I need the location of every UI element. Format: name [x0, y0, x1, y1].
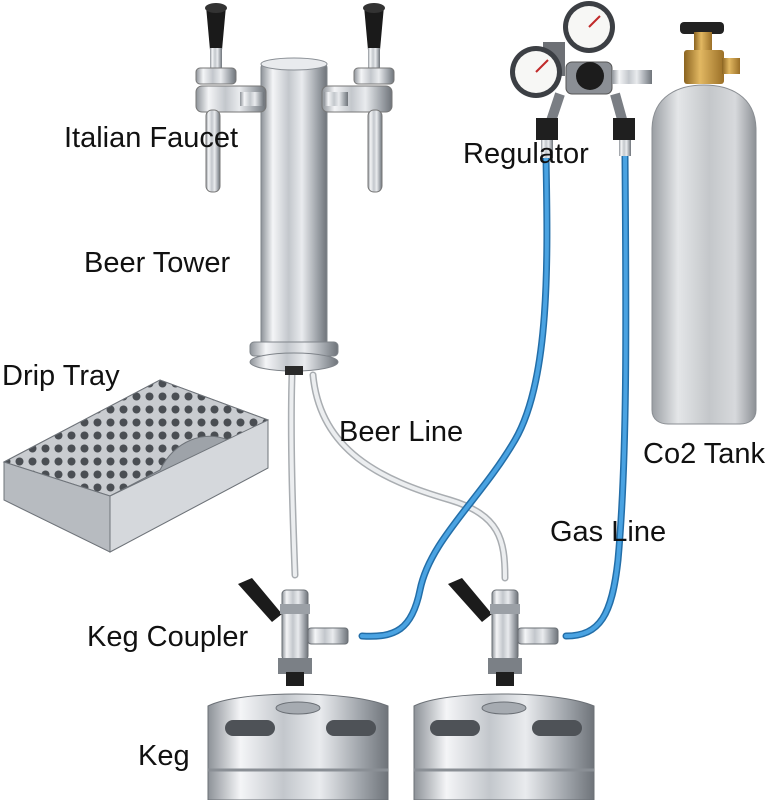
drip-tray — [2, 379, 270, 553]
co2-tank — [651, 22, 757, 425]
italian-faucet-right — [321, 3, 395, 193]
label-italian-faucet: Italian Faucet — [64, 122, 239, 154]
label-gas-line: Gas Line — [550, 516, 667, 548]
beer-tower — [249, 57, 339, 375]
label-drip-tray: Drip Tray — [2, 360, 120, 392]
beer-line — [287, 371, 509, 582]
label-beer-tower: Beer Tower — [84, 247, 231, 279]
keg-coupler-right — [448, 578, 559, 686]
italian-faucet-left — [195, 3, 267, 193]
label-keg-coupler: Keg Coupler — [87, 621, 249, 653]
regulator — [510, 1, 652, 158]
label-regulator: Regulator — [463, 138, 589, 170]
keg-left — [207, 693, 389, 801]
gas-line — [358, 151, 630, 640]
keg-right — [413, 693, 595, 801]
label-keg: Keg — [138, 740, 190, 772]
label-co2-tank: Co2 Tank — [643, 438, 765, 470]
label-beer-line: Beer Line — [339, 416, 464, 448]
keg-coupler-left — [238, 578, 349, 686]
